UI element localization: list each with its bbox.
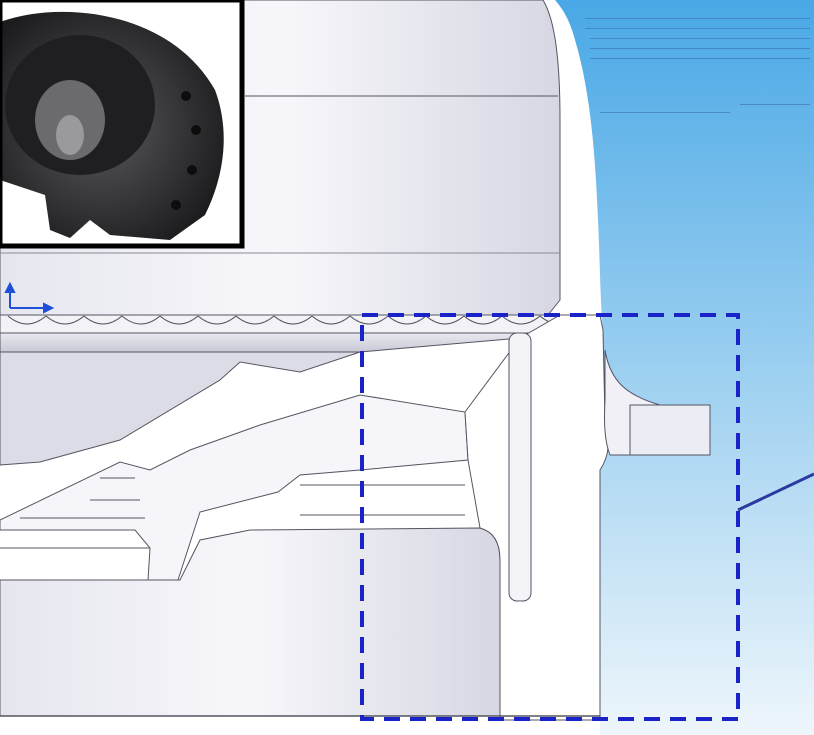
cooling-holes-band bbox=[0, 314, 561, 334]
step-ridges bbox=[0, 477, 465, 549]
cooling-hole bbox=[197, 315, 237, 325]
lower-body bbox=[0, 527, 501, 717]
cooling-hole bbox=[463, 315, 503, 325]
flow-stipple bbox=[585, 18, 810, 113]
mounting-bracket bbox=[629, 404, 711, 456]
detail-dashed-box bbox=[360, 313, 740, 721]
lower-cavity bbox=[0, 351, 361, 466]
cooling-hole bbox=[425, 315, 465, 325]
swirler-cone bbox=[0, 394, 469, 581]
cooling-hole bbox=[7, 315, 47, 325]
cooling-hole bbox=[311, 315, 351, 325]
cooling-hole bbox=[159, 315, 199, 325]
photo-nozzle-tip bbox=[56, 115, 84, 155]
photo-bolt-holes bbox=[171, 91, 201, 210]
cooling-hole bbox=[83, 315, 123, 325]
photo-frame bbox=[0, 0, 245, 249]
cooling-hole bbox=[349, 315, 389, 325]
cooling-hole bbox=[121, 315, 161, 325]
detail-leader-line bbox=[737, 472, 814, 512]
liner-wedge bbox=[0, 332, 561, 353]
flow-region bbox=[555, 0, 814, 735]
inset-photo bbox=[0, 0, 245, 249]
coordinate-axes-icon bbox=[4, 281, 55, 314]
cooling-hole bbox=[387, 315, 427, 325]
cooling-hole bbox=[501, 315, 541, 325]
cooling-hole bbox=[235, 315, 275, 325]
cooling-hole bbox=[273, 315, 313, 325]
dilution-pin bbox=[508, 332, 532, 602]
cooling-hole bbox=[45, 315, 85, 325]
